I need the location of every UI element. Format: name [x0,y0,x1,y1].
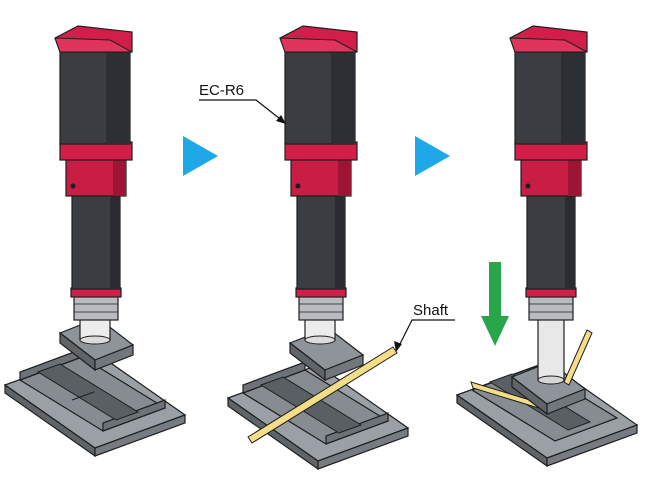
actuator-3 [509,25,588,385]
shaft-leader-arrowhead [394,341,402,352]
shaft-2 [247,346,398,444]
actuator-leader-line [199,99,285,123]
actuator-2 [279,25,358,345]
shaft-3-upper [563,329,593,386]
actuator-1 [54,25,133,345]
step-3-figure [455,25,639,468]
actuator-label: EC-R6 [199,82,244,99]
shaft-leader-line [397,319,455,349]
step-2-figure: EC-R6 Shaft [199,25,455,471]
press-direction-arrow [481,262,509,346]
next-step-arrow-1 [183,136,218,176]
step-1-figure [3,25,187,458]
v-block-2 [226,361,410,471]
next-step-arrow-2 [415,136,450,176]
actuator-leader-arrowhead [276,115,286,124]
shaft-label: Shaft [413,302,449,319]
v-block-1 [3,348,187,458]
